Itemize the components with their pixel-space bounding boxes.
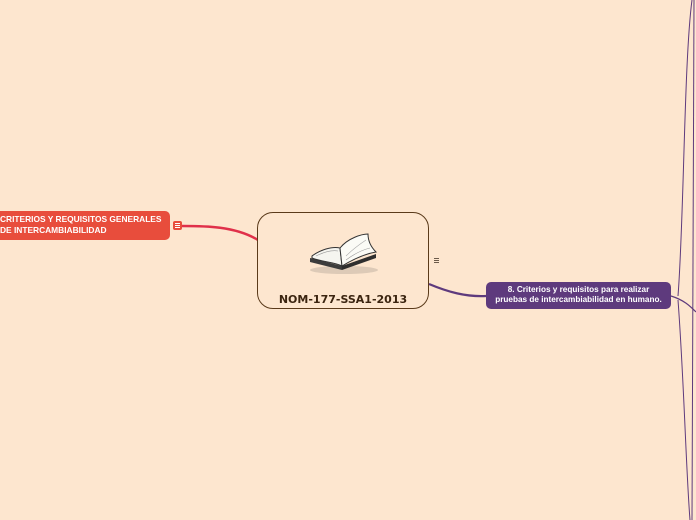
central-topic-node[interactable]: NOM-177-SSA1-2013 bbox=[257, 212, 429, 309]
right-edge-spine bbox=[691, 0, 695, 520]
left-branch-line-2: DE INTERCAMBIABILIDAD bbox=[0, 224, 107, 235]
open-book-icon bbox=[310, 233, 378, 274]
notes-icon[interactable] bbox=[173, 221, 182, 230]
right-subbranch-connector bbox=[670, 295, 696, 313]
right-subbranch-connector-lower bbox=[677, 299, 691, 520]
left-branch-line-1: CRITERIOS Y REQUISITOS GENERALES bbox=[0, 214, 162, 224]
left-branch-node[interactable]: CRITERIOS Y REQUISITOS GENERALES DE INTE… bbox=[0, 211, 170, 240]
right-branch-node[interactable]: 8. Criterios y requisitos para realizar … bbox=[486, 282, 671, 309]
central-topic-title: NOM-177-SSA1-2013 bbox=[278, 293, 408, 306]
right-branch-line-1: 8. Criterios y requisitos para realizar bbox=[507, 285, 650, 294]
right-branch-connector bbox=[428, 282, 487, 298]
right-branch-line-2: pruebas de intercambiabilidad en humano. bbox=[495, 295, 662, 304]
right-subbranch-connector-upper bbox=[677, 0, 693, 297]
left-branch-connector bbox=[181, 224, 259, 242]
collapse-branch-icon[interactable] bbox=[434, 258, 440, 264]
